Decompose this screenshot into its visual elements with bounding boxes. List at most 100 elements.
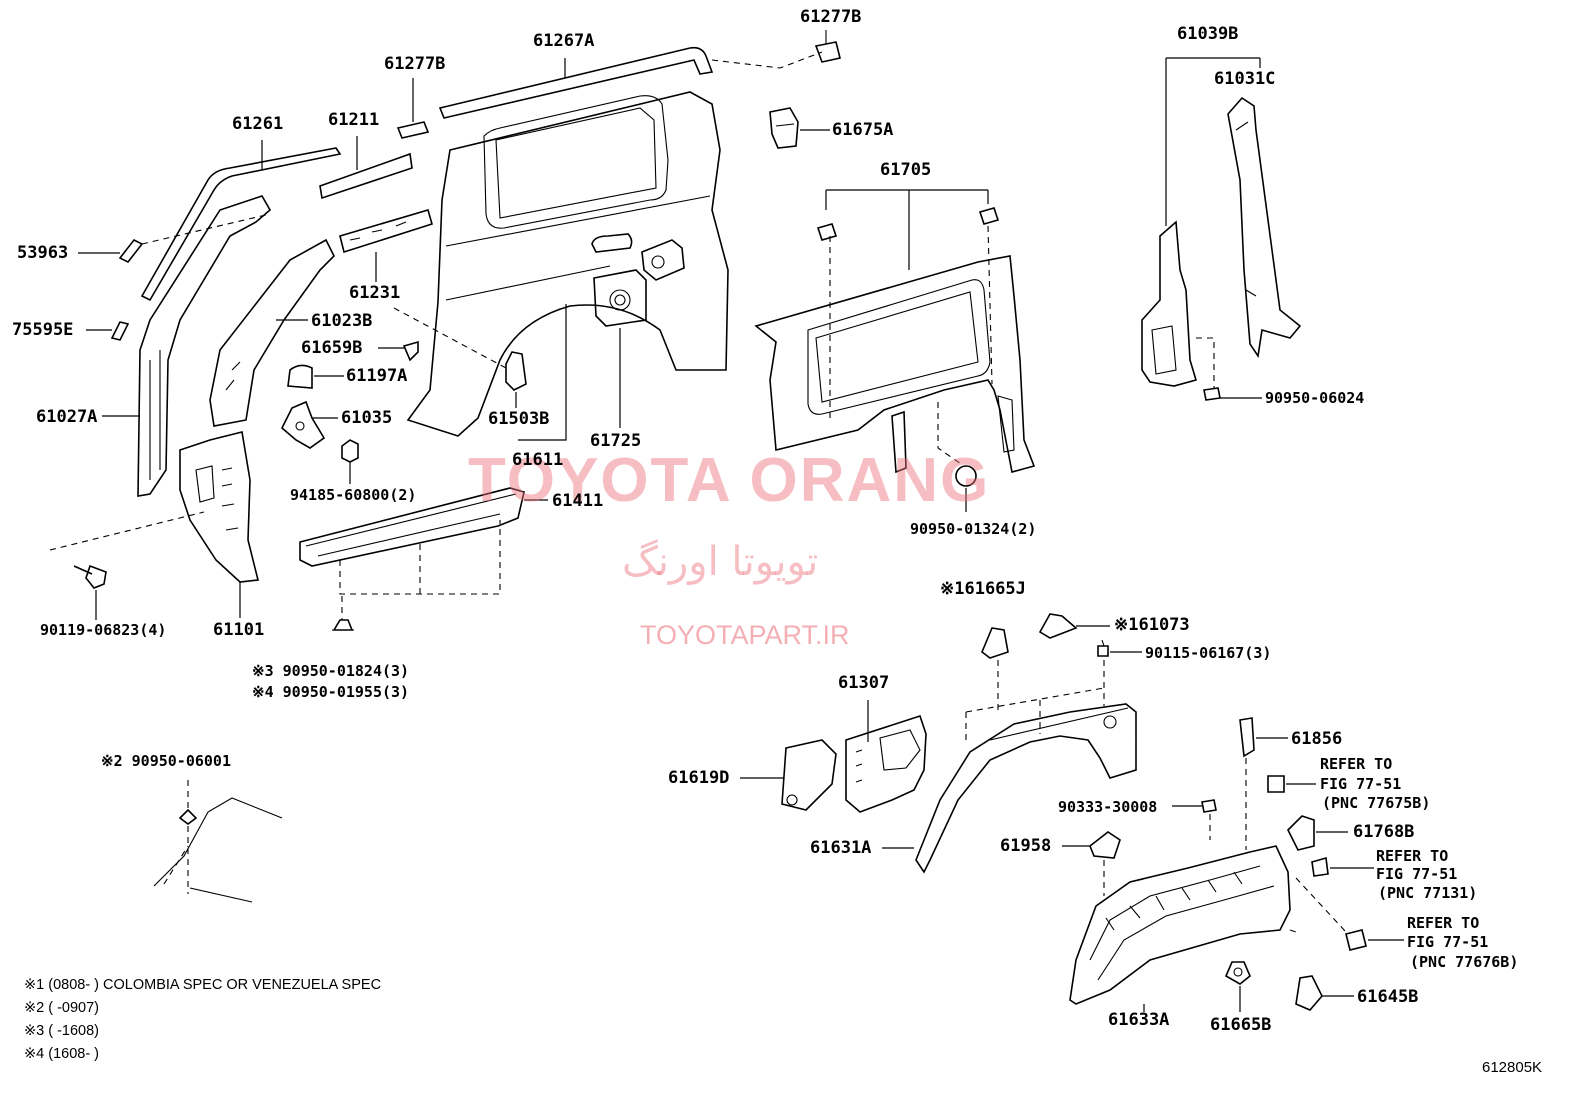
label-61503B: 61503B [488,409,550,429]
ref1-line3: (PNC 77675B) [1322,794,1431,812]
part-61411-drawing [299,487,548,620]
label-61231: 61231 [349,283,401,303]
part-90950-01824-drawing [332,619,354,631]
part-94185-drawing [341,439,359,484]
label-61211: 61211 [328,110,380,130]
label-61768B: 61768B [1353,822,1415,842]
part-61856-drawing [1239,717,1288,850]
part-61611-drawing [406,91,729,441]
ref2-line2: FIG 77-51 [1376,865,1458,883]
part-61705-clips [816,207,1000,241]
label-61073: ※161073 [1114,615,1190,635]
ref1-line2: FIG 77-51 [1320,775,1402,793]
label-61027A: 61027A [36,407,98,427]
part-90950-01324-drawing [955,465,977,512]
label-90950-06024: 90950-06024 [1265,389,1365,407]
part-61619D-drawing [740,739,837,811]
part-61197A-drawing [287,364,344,389]
part-90950-06024-drawing [1196,337,1262,401]
label-61619D: 61619D [668,768,730,788]
footnote-4: ※4 (1608- ) [24,1046,100,1062]
part-61277B-drawing [396,78,430,139]
part-61675A-drawing [769,107,830,149]
label-61101: 61101 [213,620,265,640]
part-61231-drawing [339,209,433,282]
label-61411: 61411 [552,491,604,511]
label-61035: 61035 [341,408,393,428]
part-61035-drawing [281,400,338,449]
part-61633A-drawing [1069,845,1297,1012]
ref1-line1: REFER TO [1320,755,1393,773]
ref3-line1: REFER TO [1407,914,1480,932]
label-90950-01824: ※3 90950-01824(3) [252,662,410,680]
label-61631A: 61631A [810,838,872,858]
watermark-brand-persian: تویوتا اورنگ [622,539,819,585]
footnote-2: ※2 ( -0907) [24,1000,100,1016]
detail-90950-06001-drawing [153,780,283,903]
label-61277B: 61277B [384,54,446,74]
ref2-line1: REFER TO [1376,847,1449,865]
part-61211-drawing [319,136,413,200]
part-61031C-drawing [1227,96,1302,359]
footnote-3: ※3 ( -1608) [24,1023,100,1039]
part-61277B-top-drawing [814,30,841,63]
part-61307-drawing [845,700,927,813]
part-61073-drawing [1038,613,1110,639]
label-90950-06001: ※2 90950-06001 [101,752,231,770]
part-61725-drawing [593,269,647,428]
part-90119-drawing [73,564,107,620]
label-61675A: 61675A [832,120,894,140]
label-61725: 61725 [590,431,642,451]
part-61631A-drawing [882,687,1137,874]
label-61645B: 61645B [1357,987,1419,1007]
label-61197A: 61197A [346,366,408,386]
label-90333-30008: 90333-30008 [1058,798,1158,816]
label-61633A: 61633A [1108,1010,1170,1030]
ref3-line2: FIG 77-51 [1407,933,1489,951]
part-61768B-drawing [1287,815,1348,851]
label-90950-01324: 90950-01324(2) [910,520,1037,538]
label-75595E: 75595E [12,320,74,340]
part-61261-drawing [140,140,342,302]
part-61023B-drawing [209,238,335,427]
watermark-site: TOYOTAPART.IR [640,620,850,650]
part-61659B-drawing [378,340,419,362]
part-61027A-drawing [102,195,272,497]
label-61665B: 61665B [1210,1015,1272,1035]
part-61503B-drawing [393,307,527,408]
label-61267A: 61267A [533,31,595,51]
part-90115-drawing [1097,639,1142,706]
part-61267A-drawing [438,46,823,119]
label-61277B-top: 61277B [800,7,862,27]
part-90333-drawing [1172,799,1217,840]
label-61307: 61307 [838,673,890,693]
part-75595E-drawing [86,321,130,341]
footnote-1: ※1 (0808- ) COLOMBIA SPEC OR VENEZUELA S… [24,977,382,993]
ref2-line3: (PNC 77131) [1378,884,1478,902]
ref3-line3: (PNC 77676B) [1410,953,1519,971]
label-61261: 61261 [232,114,284,134]
part-53963-drawing [78,213,271,264]
label-61611: 61611 [512,450,564,470]
ref-clips [1267,775,1404,951]
diagram-id: 612805K [1482,1059,1543,1076]
label-53963: 53963 [17,243,69,263]
label-90950-01955: ※4 90950-01955(3) [252,683,410,701]
label-61659B: 61659B [301,338,363,358]
part-61101-drawing [49,431,259,618]
part-61665J-drawing [981,627,1009,710]
label-61039B: 61039B [1177,24,1239,44]
label-61023B: 61023B [311,311,373,331]
label-61031C: 61031C [1214,69,1276,89]
part-61039B-drawing [1141,57,1261,387]
label-61958: 61958 [1000,836,1052,856]
label-90115-06167: 90115-06167(3) [1145,644,1272,662]
part-61958-drawing [1062,831,1121,896]
watermark-brand: TOYOTA ORANG [468,446,991,515]
label-90119-06823: 90119-06823(4) [40,621,167,639]
label-61665J: ※161665J [940,579,1026,599]
label-94185-60800: 94185-60800(2) [290,486,417,504]
part-61665B-drawing [1224,961,1251,1012]
part-61705-drawing [754,189,1036,474]
